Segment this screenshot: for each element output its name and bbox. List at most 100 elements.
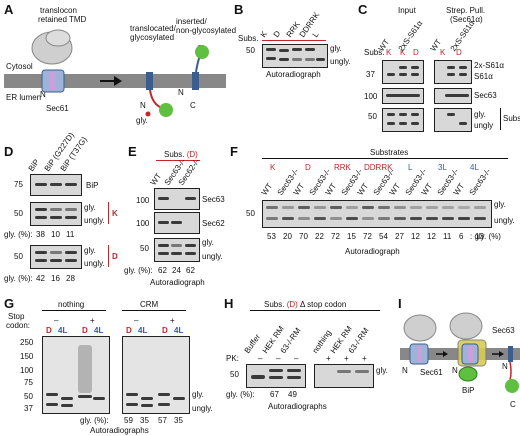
e-lane-wt: WT [149, 172, 164, 187]
e-mw-100a: 100 [136, 196, 149, 205]
g-lane-d2: D [82, 326, 88, 335]
bip [459, 367, 477, 381]
f-ungly-band [410, 217, 422, 220]
inserted-tmd [192, 72, 199, 90]
f-group-d: D [305, 163, 311, 172]
e-blot-sec63 [154, 188, 200, 210]
e-label-sec63: Sec63 [202, 195, 225, 204]
e-blot-sec62 [154, 212, 200, 234]
d-blot-d [30, 245, 82, 269]
e-label-gly: gly. [202, 238, 214, 247]
f-gly-band [442, 206, 454, 209]
f-gly-band [346, 206, 358, 209]
ribosome-1 [404, 315, 436, 341]
b-mw: 50 [246, 46, 255, 55]
g-lane-d4: D [162, 326, 168, 335]
f-gly-band [362, 206, 374, 209]
c-label-ungly: ungly [474, 121, 493, 130]
d-d-val-2: 16 [51, 274, 60, 283]
c-label-gly: gly. [474, 110, 486, 119]
e-mw-50: 50 [140, 244, 149, 253]
panel-h-letter: H [224, 296, 233, 311]
h-pk: PK: [226, 354, 239, 363]
e-val-2: 24 [172, 266, 181, 275]
c-subs: Subs. [364, 48, 384, 57]
c-mw-50: 50 [368, 112, 377, 121]
f-value: 70 [299, 232, 308, 241]
f-ungly: ungly. [494, 216, 515, 225]
h-lane-buffer: Buffer [243, 332, 263, 355]
panel-e-letter: E [128, 144, 137, 159]
f-lane-label: WT [260, 182, 275, 197]
b-lane-k: K [259, 29, 269, 39]
d-blot-bip [30, 174, 82, 196]
c-label-subs: Subs. [503, 114, 520, 123]
f-gly-band [298, 206, 310, 209]
g-gly: gly. [192, 390, 204, 399]
d-lane-bip: BiP [27, 158, 42, 173]
f-mw: 50 [246, 209, 255, 218]
b-caption: Autoradiograph [266, 70, 321, 79]
f-lane-label: WT [356, 182, 371, 197]
cytosolic-c-domain [195, 45, 209, 59]
e-blot-subs [154, 238, 200, 262]
g-mw-37: 37 [24, 404, 33, 413]
h-minus-3: – [294, 354, 298, 363]
f-value: 20 [283, 232, 292, 241]
c-blot-strep-1 [434, 60, 472, 84]
f-group-k: K [270, 163, 275, 172]
f-value: 72 [363, 232, 372, 241]
f-value: 27 [395, 232, 404, 241]
f-ungly-band [394, 217, 406, 220]
e-val-1: 62 [158, 266, 167, 275]
b-blot [262, 44, 328, 68]
h-gly: gly. [376, 366, 388, 375]
f-value: 12 [411, 232, 420, 241]
e-pct-label: gly. (%): [124, 266, 153, 275]
f-gly-band [458, 206, 470, 209]
d-pct-label-d: gly. (%): [4, 274, 33, 283]
h-minus-1: – [258, 354, 262, 363]
b-ungly: ungly. [330, 57, 351, 66]
translocated-tmd [146, 72, 153, 90]
d-gly-d: gly. [84, 246, 96, 255]
f-value: 54 [379, 232, 388, 241]
h-plus-1: + [326, 354, 331, 363]
d-ungly-k: ungly. [84, 216, 105, 225]
g-val-1: 59 [124, 416, 133, 425]
d-mw-75: 75 [14, 180, 23, 189]
f-ungly-band [426, 217, 438, 220]
c-blot-input-2 [382, 88, 424, 104]
g-blot-nothing [42, 336, 110, 414]
e-mw-100b: 100 [136, 219, 149, 228]
e-caption: Autoradiograph [150, 278, 205, 287]
f-group-3l: 3L [438, 163, 447, 172]
g-minus-1: – [54, 316, 58, 325]
g-val-2: 35 [140, 416, 149, 425]
f-ungly-band [378, 217, 390, 220]
i-n2: N [452, 366, 458, 375]
i-sec63: Sec63 [492, 326, 515, 335]
panel-c-letter: C [358, 2, 367, 17]
d-mw-50b: 50 [14, 252, 23, 261]
f-pct-label: : gly. (%) [470, 232, 501, 241]
h-minus-2: – [276, 354, 280, 363]
f-value: 11 [443, 232, 451, 241]
g-lane-d3: D [126, 326, 132, 335]
panel-d-letter: D [4, 144, 13, 159]
f-ungly-band [282, 217, 294, 220]
panel-b-letter: B [234, 2, 243, 17]
h-pct-label: gly. (%): [226, 390, 255, 399]
g-mw-150: 150 [20, 352, 33, 361]
c-sub-k3: K [440, 48, 445, 57]
inserted-tmd-i [508, 346, 513, 362]
d-label-bip: BiP [86, 181, 98, 190]
c-mw-100: 100 [364, 92, 377, 101]
f-ungly-band [298, 217, 310, 220]
c-domain-i [505, 379, 519, 393]
f-ungly-band [346, 217, 358, 220]
c-label-s61a: S61α [474, 72, 493, 81]
f-value: 72 [331, 232, 340, 241]
d-blot-k [30, 202, 82, 226]
g-plus-1: + [90, 316, 95, 325]
